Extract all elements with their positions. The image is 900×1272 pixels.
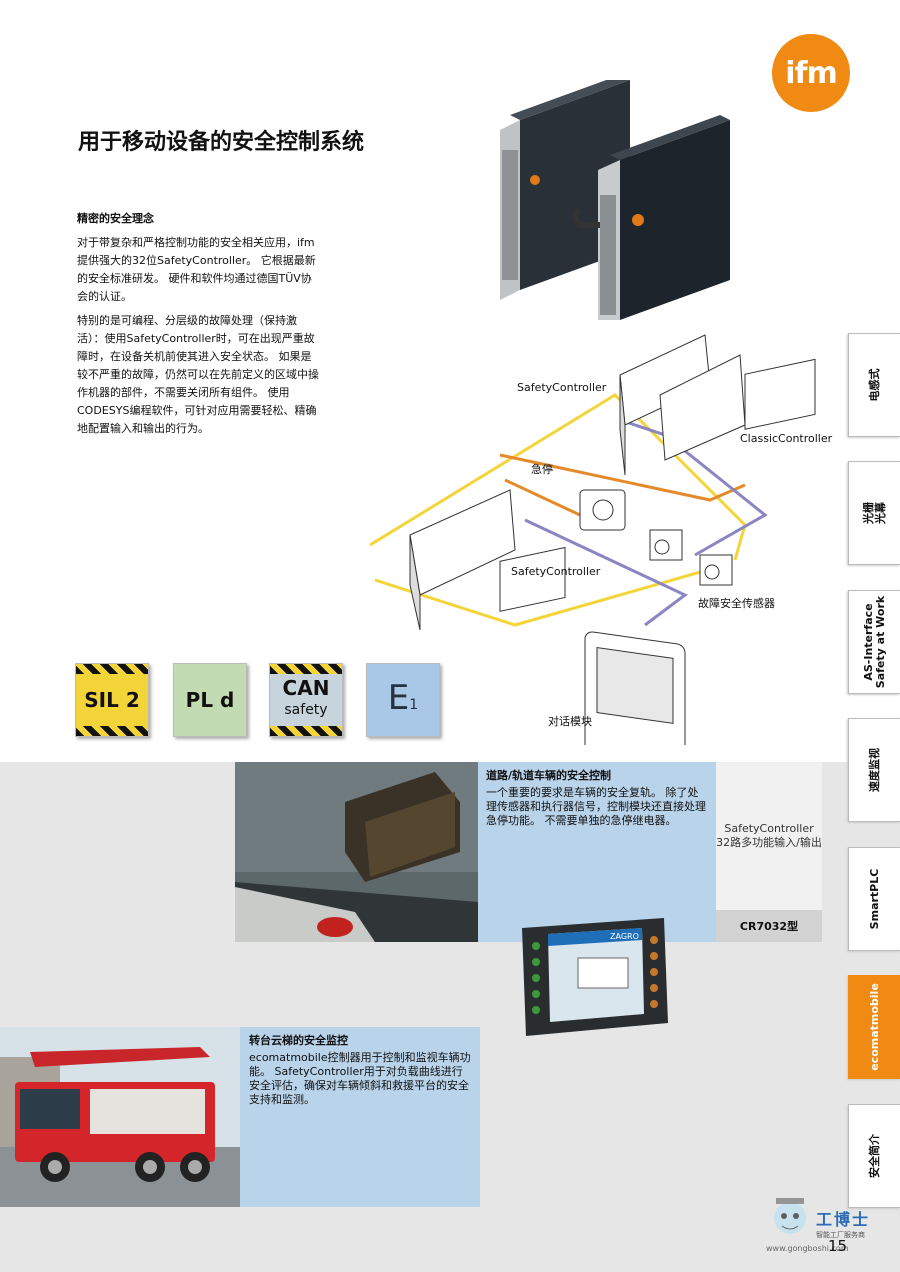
turntable-body: ecomatmobile控制器用于控制和监视车辆功能。 SafetyContro… (249, 1051, 471, 1106)
label-classic-controller: ClassicController (740, 432, 833, 445)
tab-ecomatmobile-label: ecomatmobile (867, 983, 881, 1071)
tab-safety-intro[interactable]: 安全简介 (848, 1104, 900, 1208)
tab-ecomatmobile[interactable]: ecomatmobile (848, 975, 900, 1079)
tab-as-interface[interactable]: AS-Interface Safety at Work (848, 590, 900, 694)
page-title: 用于移动设备的安全控制系统 (78, 130, 365, 155)
e1-text: E1 (387, 678, 419, 718)
tab-smartplc-label: SmartPLC (867, 868, 881, 930)
intro-section: 精密的安全理念 对于带复杂和严格控制功能的安全相关应用，ifm提供强大的32位S… (77, 210, 319, 444)
tab-smartplc[interactable]: SmartPLC (848, 847, 900, 951)
wire-orange-2 (504, 478, 581, 517)
wire-purple-2 (524, 518, 688, 627)
road-rail-heading: 道路/轨道车辆的安全控制 (486, 769, 612, 782)
label-safety-controller-bottom: SafetyController (511, 565, 601, 578)
classic-controller-illustration (744, 358, 816, 430)
pld-text: PL d (185, 688, 235, 712)
tab-light-curtain-label: 光栅 光幕 (861, 502, 887, 524)
e1-badge: E1 (366, 663, 440, 737)
controller-front (572, 115, 730, 320)
product-caption: SafetyController 32路多功能输入/输出 (716, 762, 822, 910)
dialog-module-display-image: ZAGRO (522, 918, 668, 1036)
page-number: 15 (828, 1237, 848, 1255)
gongboshi-watermark-mascot (774, 1198, 806, 1234)
controller-back (500, 80, 630, 300)
wire-yellow-2 (374, 563, 726, 627)
tab-as-interface-label: AS-Interface Safety at Work (861, 595, 887, 689)
emergency-stop-illustration (579, 489, 626, 531)
ifm-logo: ifm (772, 34, 850, 112)
wire-purple-1 (619, 418, 768, 557)
product-model-label: CR7032型 (716, 910, 822, 942)
failsafe-sensor-illustration (649, 529, 733, 586)
turntable-ladder-info-box: 转台云梯的安全监控 ecomatmobile控制器用于控制和监视车辆功能。 Sa… (240, 1027, 480, 1207)
turntable-heading: 转台云梯的安全监控 (249, 1034, 348, 1047)
tab-speed-monitoring-label: 速度监视 (867, 748, 881, 792)
safety-text: safety (284, 702, 328, 718)
tab-light-curtain[interactable]: 光栅 光幕 (848, 461, 900, 565)
certification-badges: SIL 2 PL d CAN safety E1 (75, 663, 445, 741)
can-safety-badge: CAN safety (269, 663, 343, 737)
wire-yellow-1 (369, 393, 747, 561)
watermark-subtitle: 智能工厂服务商 (816, 1231, 865, 1239)
tab-inductive[interactable]: 电感式 (848, 333, 900, 437)
road-rail-body: 一个重要的要求是车辆的安全复轨。 除了处理传感器和执行器信号，控制模块还直接处理… (486, 786, 706, 827)
intro-paragraph-1: 对于带复杂和严格控制功能的安全相关应用，ifm提供强大的32位SafetyCon… (77, 236, 316, 303)
can-text: CAN (282, 676, 330, 700)
turntable-ladder-photo (0, 1027, 240, 1207)
label-dialog-module: 对话模块 (548, 715, 592, 728)
label-safety-controller-top: SafetyController (517, 381, 607, 394)
road-rail-info-box: 道路/轨道车辆的安全控制 一个重要的要求是车辆的安全复轨。 除了处理传感器和执行… (478, 762, 716, 942)
safety-controller-top-illustration (619, 334, 746, 476)
label-emergency-stop: 急停 (531, 463, 553, 476)
vehicle-controller-photo (235, 762, 478, 942)
display-brand-text: ZAGRO (610, 932, 639, 941)
tab-speed-monitoring[interactable]: 速度监视 (848, 718, 900, 822)
intro-heading: 精密的安全理念 (77, 212, 154, 225)
pld-badge: PL d (173, 663, 247, 737)
safety-controller-bottom-illustration (409, 489, 516, 631)
dialog-module-illustration (584, 631, 686, 775)
diagram-wiring (369, 334, 816, 775)
tab-inductive-label: 电感式 (867, 368, 881, 402)
system-diagram: SafetyController ClassicController 急停 Sa… (365, 325, 832, 775)
sil2-badge: SIL 2 (75, 663, 149, 737)
label-failsafe-sensor: 故障安全传感器 (698, 597, 775, 610)
sil2-text: SIL 2 (84, 688, 140, 712)
watermark-url: www.gongboshi.com (766, 1244, 849, 1253)
tab-safety-intro-label: 安全简介 (867, 1134, 881, 1178)
intro-paragraph-2: 特别的是可编程、分层级的故障处理（保持激活）：使用SafetyControlle… (77, 314, 319, 435)
valve-block-illustration (499, 546, 566, 612)
safety-controller-product-image (500, 80, 730, 320)
watermark-title: 工博士 (816, 1210, 871, 1229)
